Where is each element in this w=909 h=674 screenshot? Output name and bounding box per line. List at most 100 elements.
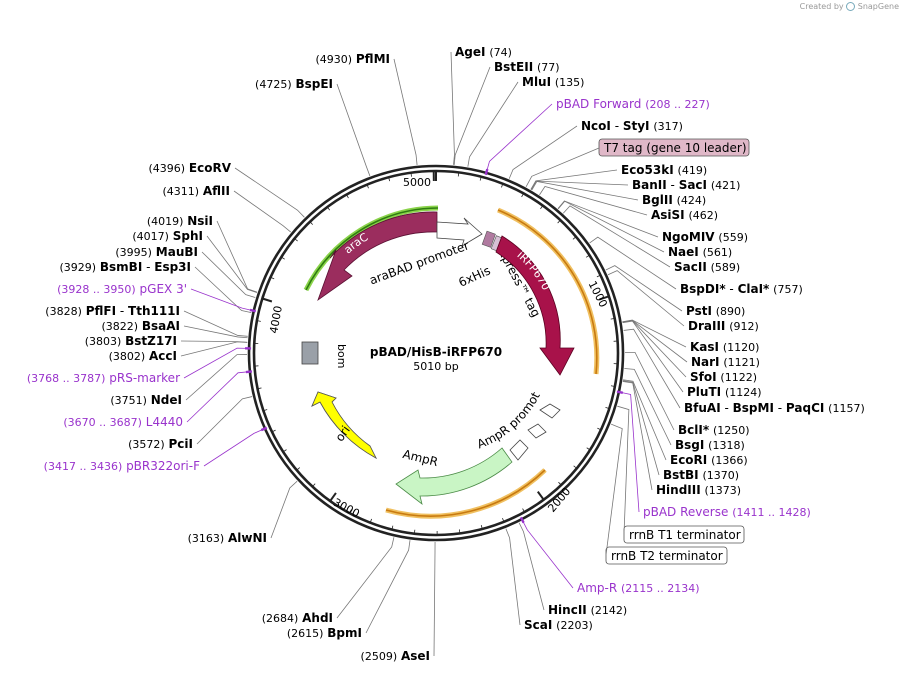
primer-site-mark	[245, 370, 253, 374]
site-bcli[interactable]: BclI* (1250)	[678, 423, 750, 437]
site-sacii[interactable]: SacII (589)	[674, 260, 740, 274]
site-pflmi[interactable]: (4930) PflMI	[315, 52, 390, 66]
primer-pbr322ori-f[interactable]: (3417 .. 3436) pBR322ori-F	[44, 459, 200, 473]
site-mlui[interactable]: MluI (135)	[522, 75, 584, 89]
site-ecori[interactable]: EcoRI (1366)	[670, 453, 748, 467]
site-ndei[interactable]: (3751) NdeI	[110, 393, 182, 407]
site-aflii[interactable]: (4311) AflII	[162, 184, 230, 198]
site-asei[interactable]: (2509) AseI	[361, 649, 430, 663]
site-draiii[interactable]: DraIII (912)	[688, 319, 759, 333]
feature-ori[interactable]: ori	[311, 391, 377, 459]
primer-prs-marker[interactable]: (3768 .. 3787) pRS-marker	[27, 371, 180, 385]
site-name: BstEII	[494, 60, 533, 74]
site-star: *	[703, 423, 710, 437]
primer-pbad-forward[interactable]: pBAD Forward (208 .. 227)	[556, 97, 710, 111]
site-pluti[interactable]: PluTI (1124)	[687, 385, 762, 399]
site-sep: -	[721, 401, 733, 415]
site-bglii[interactable]: BglII (424)	[642, 193, 706, 207]
svg-text:BstBI (1370): BstBI (1370)	[663, 468, 739, 482]
feature-rrnb-t1-marker[interactable]	[539, 403, 561, 419]
site-position: (135)	[555, 76, 585, 89]
site-eco53ki[interactable]: Eco53kI (419)	[621, 163, 707, 177]
rrnb-t2-label[interactable]: rrnB T2 terminator	[605, 546, 728, 565]
svg-text:pBAD Reverse (1411 .. 1428): pBAD Reverse (1411 .. 1428)	[643, 505, 811, 519]
site-bpmi[interactable]: (2615) BpmI	[287, 626, 362, 640]
site-bstbi[interactable]: BstBI (1370)	[663, 468, 739, 482]
site-position: (3768 .. 3787)	[27, 372, 106, 385]
feature-bom[interactable]: bom	[301, 341, 348, 368]
rrnb-t1-label[interactable]: rrnB T1 terminator	[623, 525, 745, 544]
site-ahdi[interactable]: (2684) AhdI	[262, 611, 333, 625]
site-leader-line	[530, 180, 629, 190]
site-position: (890)	[716, 305, 746, 318]
minor-tick	[610, 385, 615, 387]
primer-pbad-reverse[interactable]: pBAD Reverse (1411 .. 1428)	[643, 505, 811, 519]
minor-tick	[586, 447, 591, 451]
primer-site-mark	[260, 426, 268, 432]
site-leader-line	[216, 220, 258, 293]
minor-tick	[540, 205, 544, 210]
feature-leader-line	[617, 405, 630, 535]
site-position: (74)	[489, 46, 512, 59]
site-naei[interactable]: NaeI (561)	[668, 245, 732, 259]
site-kasi[interactable]: KasI (1120)	[690, 340, 759, 354]
site-bsaai[interactable]: (3822) BsaAI	[101, 319, 180, 333]
site-sfoi[interactable]: SfoI (1122)	[690, 370, 757, 384]
site-asisi[interactable]: AsiSI (462)	[651, 208, 718, 222]
site-scai[interactable]: ScaI (2203)	[524, 618, 593, 632]
site-nsii[interactable]: (4019) NsiI	[147, 214, 213, 228]
site-bspdi[interactable]: BspDI* - ClaI* (757)	[680, 282, 803, 296]
feature-rrnb-t2-marker[interactable]	[527, 423, 547, 439]
svg-text:BsgI (1318): BsgI (1318)	[675, 438, 745, 452]
minor-tick	[349, 509, 352, 514]
site-pflfi[interactable]: (3828) PflFI - Tth111I	[45, 304, 180, 318]
site-name: MluI	[522, 75, 551, 89]
site-leader-line	[531, 181, 639, 201]
site-position: (3828)	[45, 305, 82, 318]
site-name: BspEI	[295, 77, 333, 91]
primer-site-mark	[249, 308, 257, 313]
site-hindiii[interactable]: HindIII (1373)	[656, 483, 741, 497]
site-leader-line	[450, 51, 455, 165]
site-name: BanII	[632, 178, 667, 192]
site-bsteii[interactable]: BstEII (77)	[494, 60, 560, 74]
site-maubi[interactable]: (3995) MauBI	[115, 245, 198, 259]
site-psti[interactable]: PstI (890)	[686, 304, 745, 318]
site-position: (462)	[688, 209, 718, 222]
site-bsmbi[interactable]: (3929) BsmBI - Esp3I	[59, 260, 191, 274]
site-acci[interactable]: (3802) AccI	[109, 349, 177, 363]
site-banii[interactable]: BanII - SacI (421)	[632, 178, 740, 192]
minor-tick	[502, 517, 505, 522]
site-pcii[interactable]: (3572) PciI	[128, 437, 193, 451]
primer-amp-r[interactable]: Amp-R (2115 .. 2134)	[577, 581, 700, 595]
site-name: BspDI	[680, 282, 719, 296]
site-sphi[interactable]: (4017) SphI	[132, 229, 203, 243]
site-name-3: PaqCI	[786, 401, 824, 415]
site-position: (561)	[703, 246, 733, 259]
site-bstz17i[interactable]: (3803) BstZ17I	[85, 334, 177, 348]
t7-tag-text: T7 tag (gene 10 leader)	[603, 141, 747, 155]
site-agei[interactable]: AgeI (74)	[455, 45, 512, 59]
site-hincii[interactable]: HincII (2142)	[548, 603, 627, 617]
site-ngomiv[interactable]: NgoMIV (559)	[662, 230, 748, 244]
site-alwni[interactable]: (3163) AlwNI	[188, 531, 267, 545]
site-ecorv[interactable]: (4396) EcoRV	[149, 161, 232, 175]
site-ncoi[interactable]: NcoI - StyI (317)	[581, 119, 683, 133]
site-leader-line	[624, 351, 675, 431]
primer-site-mark	[519, 516, 525, 524]
minor-tick	[557, 219, 561, 224]
site-bspei[interactable]: (4725) BspEI	[255, 77, 333, 91]
site-bsgi[interactable]: BsgI (1318)	[675, 438, 745, 452]
site-bfuai[interactable]: BfuAI - BspMI - PaqCI (1157)	[684, 401, 865, 415]
t7-tag-label[interactable]: T7 tag (gene 10 leader)	[598, 138, 750, 157]
site-position: (4725)	[255, 78, 292, 91]
svg-text:(3572) PciI: (3572) PciI	[128, 437, 193, 451]
primer-pgex-3[interactable]: (3928 .. 3950) pGEX 3'	[57, 282, 187, 296]
primer-l4440[interactable]: (3670 .. 3687) L4440	[63, 415, 183, 429]
svg-text:NaeI (561): NaeI (561)	[668, 245, 732, 259]
site-leader-line	[623, 328, 681, 409]
site-nari[interactable]: NarI (1121)	[691, 355, 760, 369]
site-leader-line	[624, 368, 672, 446]
minor-tick	[271, 429, 276, 433]
feature-ampr[interactable]: AmpR	[395, 447, 513, 506]
